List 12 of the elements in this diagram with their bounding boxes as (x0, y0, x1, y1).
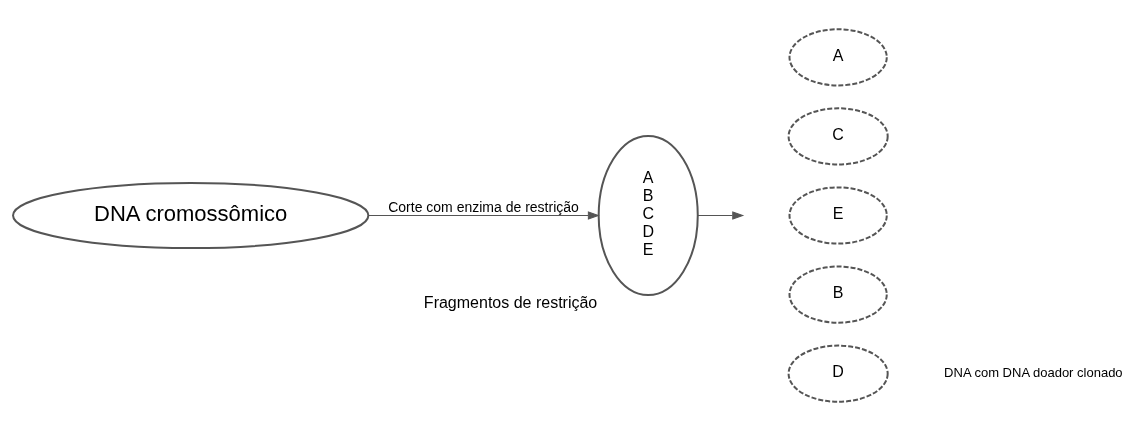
node-label: Fragmentos de restrição (423, 293, 598, 311)
node-ellipse: B (788, 265, 888, 324)
arrow (367, 211, 599, 220)
node-ellipse: E (788, 186, 888, 245)
node-ellipse: A B C D E (597, 135, 699, 296)
arrow (697, 211, 744, 220)
edge-label: Corte com enzima de restrição (388, 198, 579, 215)
node-ellipse: D (787, 344, 889, 403)
label: DNA com DNA doador clonado (944, 365, 1123, 381)
node-ellipse: A (788, 28, 888, 87)
node-ellipse: DNA cromossômico (12, 181, 370, 250)
node-ellipse: C (787, 107, 889, 166)
